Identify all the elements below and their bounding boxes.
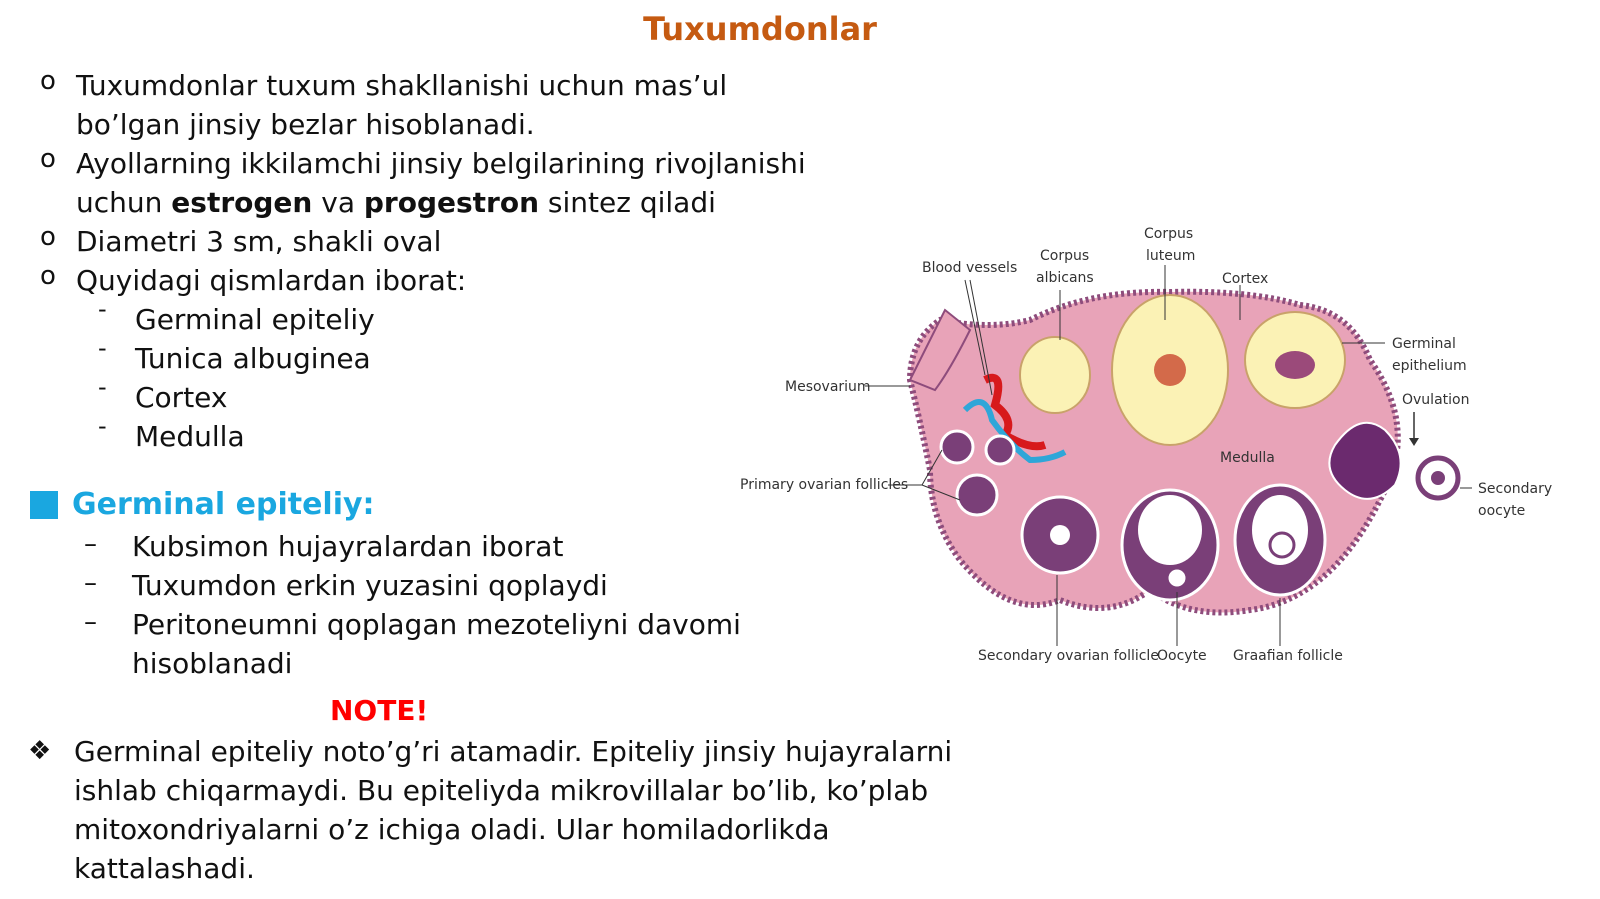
main-bullet-list: o Tuxumdonlar tuxum shakllanishi uchun m… bbox=[40, 66, 830, 456]
square-bullet-icon bbox=[30, 490, 58, 519]
label-mesovarium: Mesovarium bbox=[785, 379, 871, 395]
label-blood-vessels: Blood vessels bbox=[922, 260, 1017, 276]
label-corpus-luteum: Corpus bbox=[1144, 226, 1193, 242]
list-item: – Tuxumdon erkin yuzasini qoplaydi bbox=[84, 566, 744, 605]
blood-vessel-red bbox=[983, 373, 1047, 451]
label-graafian-follicle: Graafian follicle bbox=[1233, 648, 1343, 664]
sub-list-item: - Cortex bbox=[40, 373, 830, 417]
label-ovulation: Ovulation bbox=[1402, 392, 1469, 408]
sub-bullet-text: Cortex bbox=[135, 381, 228, 414]
cortex-corpus-center bbox=[1275, 351, 1315, 379]
bullet-text: Ayollarning ikkilamchi jinsiy belgilarin… bbox=[40, 144, 830, 222]
list-item: o Tuxumdonlar tuxum shakllanishi uchun m… bbox=[40, 66, 830, 144]
primary-follicle bbox=[955, 473, 999, 517]
list-item: o Quyidagi qismlardan iborat: bbox=[40, 261, 830, 300]
primary-follicle bbox=[984, 434, 1016, 466]
list-item: – Kubsimon hujayralardan iborat bbox=[84, 527, 744, 566]
sub-list-item: - Tunica albuginea bbox=[40, 334, 830, 378]
section-heading-text: Germinal epiteliy: bbox=[72, 487, 375, 522]
label-secondary-follicle: Secondary ovarian follicle bbox=[978, 648, 1159, 664]
dash-glyph: - bbox=[98, 334, 107, 362]
label-corpus-albicans: albicans bbox=[1036, 270, 1094, 286]
bullet-text-part: Ayollarning ikkilamchi jinsiy belgilarin… bbox=[76, 147, 806, 219]
dash-glyph: – bbox=[84, 568, 97, 598]
graafian-follicle-oocyte bbox=[1165, 566, 1189, 590]
section-item-text: Peritoneumni qoplagan mezoteliyni davomi… bbox=[132, 608, 741, 680]
label-corpus-luteum: luteum bbox=[1146, 248, 1195, 264]
ovary-diagram: Blood vessels Corpus albicans Corpus lut… bbox=[740, 226, 1552, 664]
list-item: o Ayollarning ikkilamchi jinsiy belgilar… bbox=[40, 144, 830, 222]
secondary-oocyte-nucleus bbox=[1431, 471, 1445, 485]
dash-glyph: – bbox=[84, 607, 97, 637]
bullet-text: Diametri 3 sm, shakli oval bbox=[76, 225, 442, 258]
label-secondary-oocyte: Secondary bbox=[1478, 481, 1552, 497]
bullet-glyph: o bbox=[40, 66, 56, 96]
bullet-text-part: va bbox=[312, 186, 364, 219]
bullet-text: Quyidagi qismlardan iborat: bbox=[76, 264, 467, 297]
bold-term-progestron: progestron bbox=[363, 186, 540, 219]
sub-list-item: - Germinal epiteliy bbox=[40, 295, 830, 339]
label-primary-follicles: Primary ovarian follicles bbox=[740, 477, 908, 493]
label-cortex: Cortex bbox=[1222, 271, 1268, 287]
section-item-text: Kubsimon hujayralardan iborat bbox=[132, 530, 564, 563]
label-corpus-albicans: Corpus bbox=[1040, 248, 1089, 264]
graafian-follicle-oocyte bbox=[1268, 531, 1296, 559]
ovulation-arrowhead bbox=[1409, 438, 1419, 446]
dash-glyph: - bbox=[98, 295, 107, 323]
bullet-glyph: o bbox=[40, 261, 56, 291]
dash-glyph: - bbox=[98, 412, 107, 440]
label-oocyte: Oocyte bbox=[1157, 648, 1207, 664]
corpus-albicans-shape bbox=[1019, 336, 1091, 414]
leader-lines bbox=[865, 265, 1472, 646]
mesovarium-shape bbox=[908, 308, 972, 392]
note-text: Germinal epiteliy noto’g’ri atamadir. Ep… bbox=[74, 735, 953, 885]
sub-bullet-text: Tunica albuginea bbox=[135, 342, 371, 375]
note-paragraph: ❖ Germinal epiteliy noto’g’ri atamadir. … bbox=[28, 732, 988, 888]
bullet-glyph: o bbox=[40, 222, 56, 252]
sub-list-item: - Medulla bbox=[40, 412, 830, 456]
primary-follicle bbox=[939, 429, 975, 465]
label-medulla: Medulla bbox=[1220, 450, 1275, 466]
label-germinal-epithelium: epithelium bbox=[1392, 358, 1467, 374]
label-germinal-epithelium: Germinal bbox=[1392, 336, 1456, 352]
bullet-text: Tuxumdonlar tuxum shakllanishi uchun mas… bbox=[76, 69, 728, 141]
note-label: NOTE! bbox=[330, 694, 429, 727]
corpus-luteum-center bbox=[1154, 354, 1186, 386]
list-item: – Peritoneumni qoplagan mezoteliyni davo… bbox=[84, 605, 744, 683]
diamond-bullet-icon: ❖ bbox=[28, 736, 52, 766]
label-secondary-oocyte: oocyte bbox=[1478, 503, 1525, 519]
section-heading: Germinal epiteliy: bbox=[30, 487, 375, 522]
list-item: o Diametri 3 sm, shakli oval bbox=[40, 222, 830, 261]
graafian-follicle-antrum bbox=[1138, 495, 1202, 565]
dash-glyph: – bbox=[84, 529, 97, 559]
bullet-text-part: sintez qiladi bbox=[539, 186, 716, 219]
section-list: – Kubsimon hujayralardan iborat – Tuxumd… bbox=[84, 527, 744, 683]
section-item-text: Tuxumdon erkin yuzasini qoplaydi bbox=[132, 569, 608, 602]
secondary-follicle-oocyte bbox=[1050, 525, 1070, 545]
sub-bullet-text: Medulla bbox=[135, 420, 245, 453]
ruptured-follicle-shape bbox=[1328, 421, 1402, 500]
page-title: Tuxumdonlar bbox=[643, 10, 877, 48]
sub-bullet-text: Germinal epiteliy bbox=[135, 303, 375, 336]
bullet-glyph: o bbox=[40, 144, 56, 174]
bold-term-estrogen: estrogen bbox=[171, 186, 313, 219]
dash-glyph: - bbox=[98, 373, 107, 401]
